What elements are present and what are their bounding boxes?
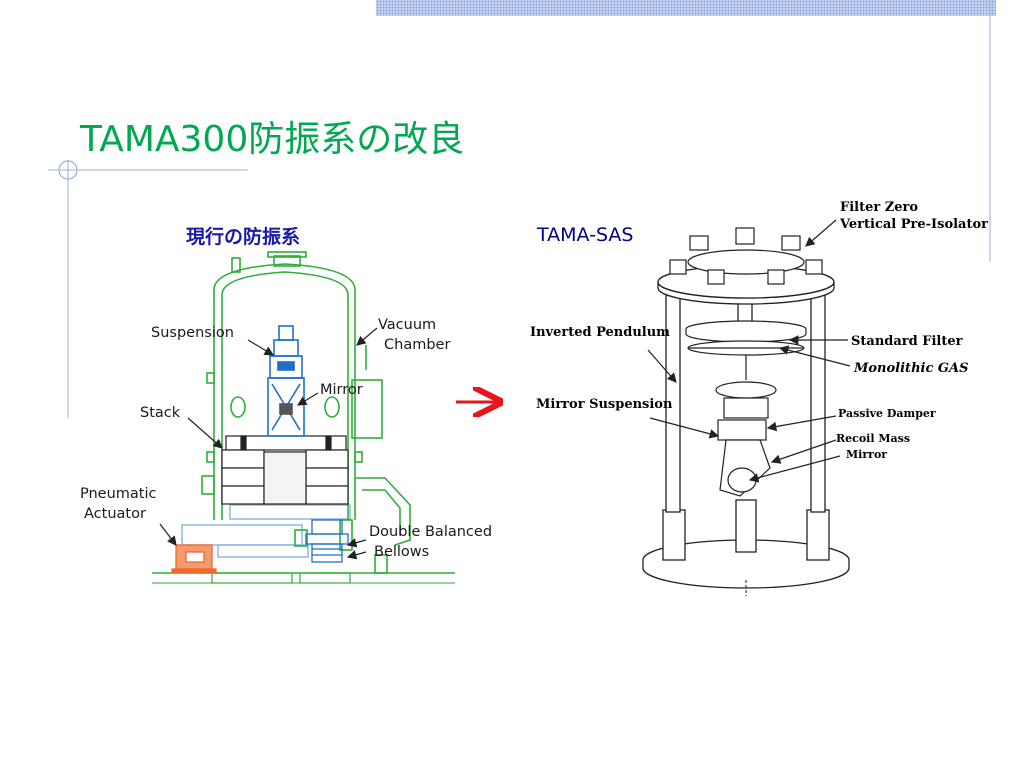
pneumatic-actuator: [171, 544, 217, 574]
mirror-suspension-tower: [267, 325, 305, 437]
inverted-pendulum-pointer: [647, 349, 677, 383]
header-decor-band: [376, 0, 996, 16]
actuator-label: Actuator: [84, 506, 146, 522]
monolithic-gas-pointer: [778, 345, 851, 367]
sas-base-plate: [642, 499, 850, 589]
passive-damper-label: Passive Damper: [838, 407, 936, 420]
rule-circle: [58, 160, 78, 180]
vacuum-chamber: [201, 251, 411, 574]
vacuum-label: Vacuum: [378, 317, 436, 333]
suspension-pointer: [247, 339, 275, 356]
slide-title: TAMA300防振系の改良: [80, 119, 465, 160]
passive-damper-pointer: [766, 415, 837, 432]
stack: [221, 435, 349, 505]
standard-filter-label: Standard Filter: [851, 334, 963, 349]
pneumatic-label: Pneumatic: [80, 486, 157, 502]
monolithic-gas-label: Monolithic GAS: [853, 361, 968, 376]
vertical-pre-isolator-label: Vertical Pre-Isolator: [839, 217, 988, 232]
mirror-suspension-label: Mirror Suspension: [536, 397, 673, 412]
inverted-pendulum-legs: [665, 289, 826, 513]
bellows-pointer-2: [346, 550, 367, 560]
current-system-heading: 現行の防振系: [186, 226, 301, 248]
mirror-label: Mirror: [320, 382, 363, 398]
sas-mirror-pointer: [748, 455, 841, 483]
mirror-suspension-pointer: [649, 417, 720, 439]
chamber-label: Chamber: [384, 337, 450, 353]
filter-zero: [669, 227, 823, 285]
sas-mirror-label: Mirror: [846, 448, 887, 461]
filter-zero-label: Filter Zero: [840, 200, 918, 215]
bellows-pointer-1: [346, 538, 367, 548]
recoil-mass-label: Recoil Mass: [836, 432, 910, 445]
mirror-suspension: [715, 355, 777, 497]
stack-pointer: [187, 417, 223, 449]
bellows-label: Bellows: [374, 544, 429, 560]
chamber-pointer: [356, 327, 378, 346]
actuator-pointer: [159, 523, 177, 546]
tama-sas-heading: TAMA-SAS: [537, 224, 634, 246]
double-balanced-label: Double Balanced: [369, 524, 492, 540]
support-frame: [181, 504, 351, 558]
filter-zero-pointer: [805, 219, 837, 247]
mirror-pointer: [296, 392, 319, 406]
inverted-pendulum-label: Inverted Pendulum: [530, 325, 670, 340]
stack-label: Stack: [140, 405, 181, 421]
recoil-mass-pointer: [770, 439, 837, 464]
suspension-label: Suspension: [151, 325, 234, 341]
